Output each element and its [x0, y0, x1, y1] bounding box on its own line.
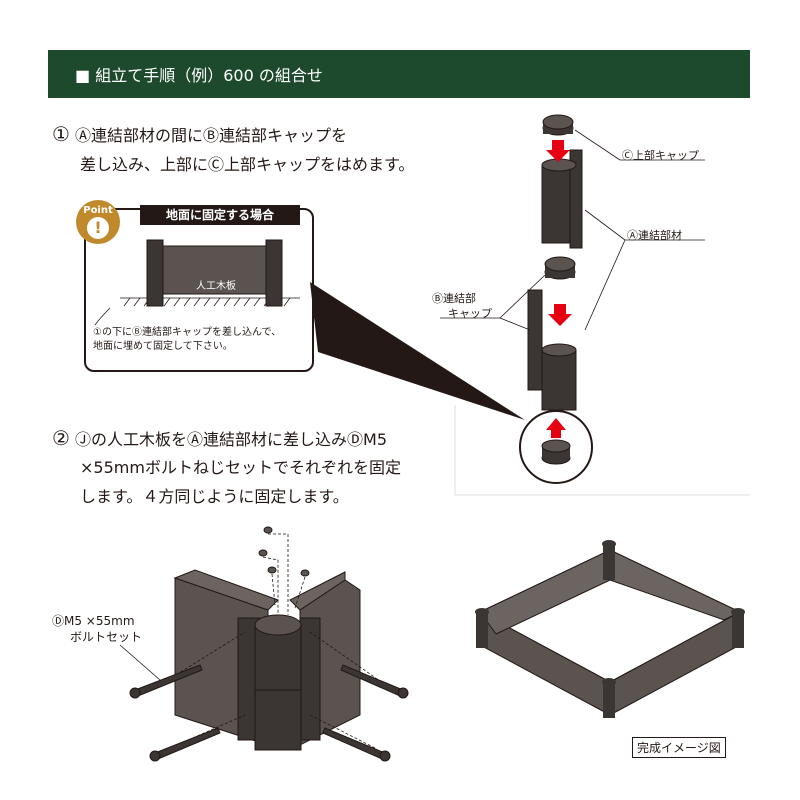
step1-line2: 差し込み、上部にⒸ上部キャップをはめます。: [80, 155, 415, 174]
section-header-title: ■ 組立て手順（例）600 の組合せ: [75, 66, 323, 85]
section-header-bar: [48, 50, 750, 98]
step2-number: ②: [52, 426, 70, 450]
board-label: 人工木板: [196, 281, 236, 292]
top-cap-label: Ⓒ上部キャップ: [622, 149, 699, 162]
point-note-line2: 地面に埋めて固定して下さい。: [93, 341, 233, 352]
buried-cap: [541, 439, 571, 465]
step1-number: ①: [52, 122, 70, 146]
arrow-up-red: [546, 418, 566, 438]
callout-wedge: [310, 282, 525, 420]
bolt-label-line1: ⒹM5 ×55mm: [52, 614, 135, 628]
step2-line1: Ⓙの人工木板をⒶ連結部材に差し込みⒹM5: [75, 430, 388, 449]
completed-planter: [475, 540, 745, 718]
nut-icons: [258, 526, 310, 577]
joint-cap-label-line1: Ⓑ連結部: [432, 292, 476, 305]
step2-line3: します。４方同じように固定します。: [80, 487, 349, 506]
arrow-down-red-2: [548, 304, 572, 326]
arrow-down-red-1: [546, 140, 570, 162]
step2-text: ② Ⓙの人工木板をⒶ連結部材に差し込みⒹM5: [52, 424, 387, 454]
left-post: [146, 239, 164, 307]
step1-text: ① Ⓐ連結部材の間にⒷ連結部キャップを: [52, 120, 347, 150]
joint-cap-label-line2: キャップ: [448, 307, 492, 320]
corner-assembly: [173, 569, 361, 751]
lower-connector-assembly: [527, 256, 577, 411]
step2-line2: ×55mmボルトねじセットでそれぞれを固定: [80, 458, 401, 477]
point-badge: Point !: [76, 200, 120, 244]
connector-label: Ⓐ連結部材: [627, 229, 682, 242]
bolt-label-line2: ボルトセット: [70, 630, 143, 644]
bolt-icons: [129, 664, 409, 762]
point-badge-text: Point: [83, 205, 113, 216]
upper-connector-assembly: [541, 114, 583, 249]
right-post: [265, 239, 283, 307]
step1-line1: Ⓐ連結部材の間にⒷ連結部キャップを: [75, 126, 348, 145]
completed-image-caption: 完成イメージ図: [632, 737, 726, 758]
note-leader-line: [94, 307, 111, 326]
point-note-line1: ①の下にⒷ連結部キャップを差し込んで、: [93, 327, 282, 338]
point-title: 地面に固定する場合: [140, 205, 300, 225]
exclamation-icon: !: [87, 217, 109, 239]
